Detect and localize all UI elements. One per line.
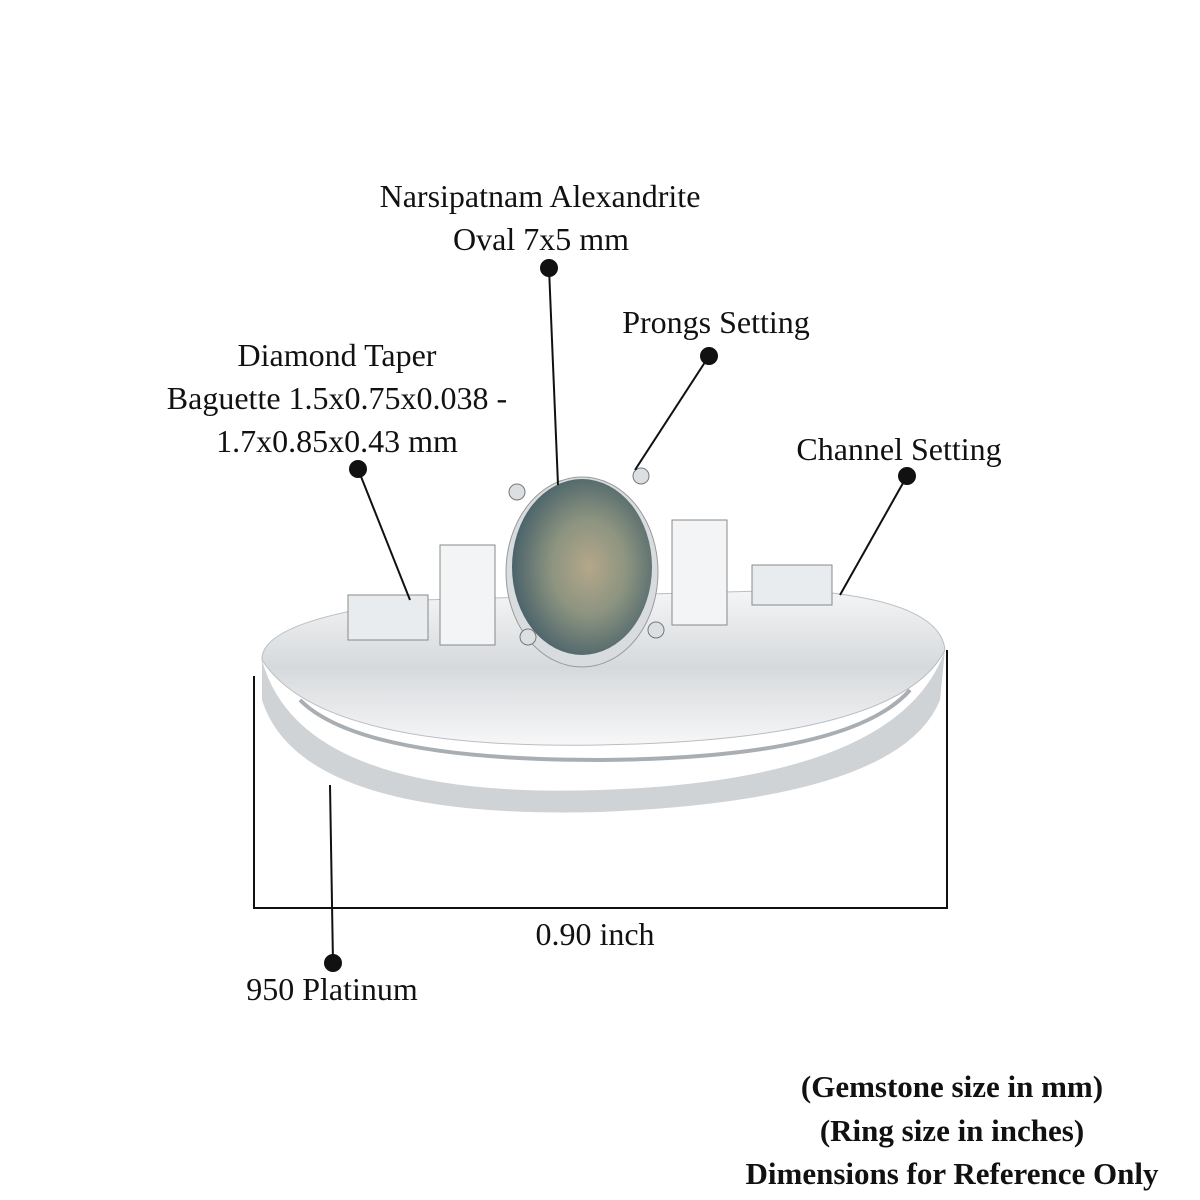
prongs-label: Prongs Setting bbox=[622, 304, 810, 340]
metal-leader-line bbox=[329, 784, 334, 964]
channel-leader-line bbox=[839, 475, 908, 596]
metal-label: 950 Platinum bbox=[246, 971, 418, 1007]
metal-leader-dot bbox=[324, 954, 342, 972]
channel-diamonds bbox=[347, 519, 833, 646]
diamond-label-line1: Diamond Taper bbox=[237, 337, 437, 373]
gem-size-label: Oval 7x5 mm bbox=[453, 221, 629, 257]
width-dimension-line bbox=[253, 650, 948, 909]
channel-leader-dot bbox=[898, 467, 916, 485]
diamond-leader-dot bbox=[349, 460, 367, 478]
width-label: 0.90 inch bbox=[535, 916, 655, 952]
channel-label: Channel Setting bbox=[796, 431, 1002, 467]
gem-leader-line bbox=[548, 267, 559, 486]
note-ring-size: (Ring size in inches) bbox=[819, 1113, 1085, 1148]
gem-leader-dot bbox=[540, 259, 558, 277]
gem-name-label: Narsipatnam Alexandrite bbox=[379, 178, 701, 214]
note-reference: Dimensions for Reference Only bbox=[745, 1156, 1159, 1191]
diamond-label-line3: 1.7x0.85x0.43 mm bbox=[216, 423, 458, 459]
center-stone bbox=[505, 467, 665, 668]
diamond-leader-line bbox=[357, 468, 411, 601]
prongs-leader-dot bbox=[700, 347, 718, 365]
prongs-leader-line bbox=[634, 355, 710, 471]
note-gemstone-size: (Gemstone size in mm) bbox=[800, 1069, 1104, 1104]
diamond-label-line2: Baguette 1.5x0.75x0.038 - bbox=[166, 380, 508, 416]
